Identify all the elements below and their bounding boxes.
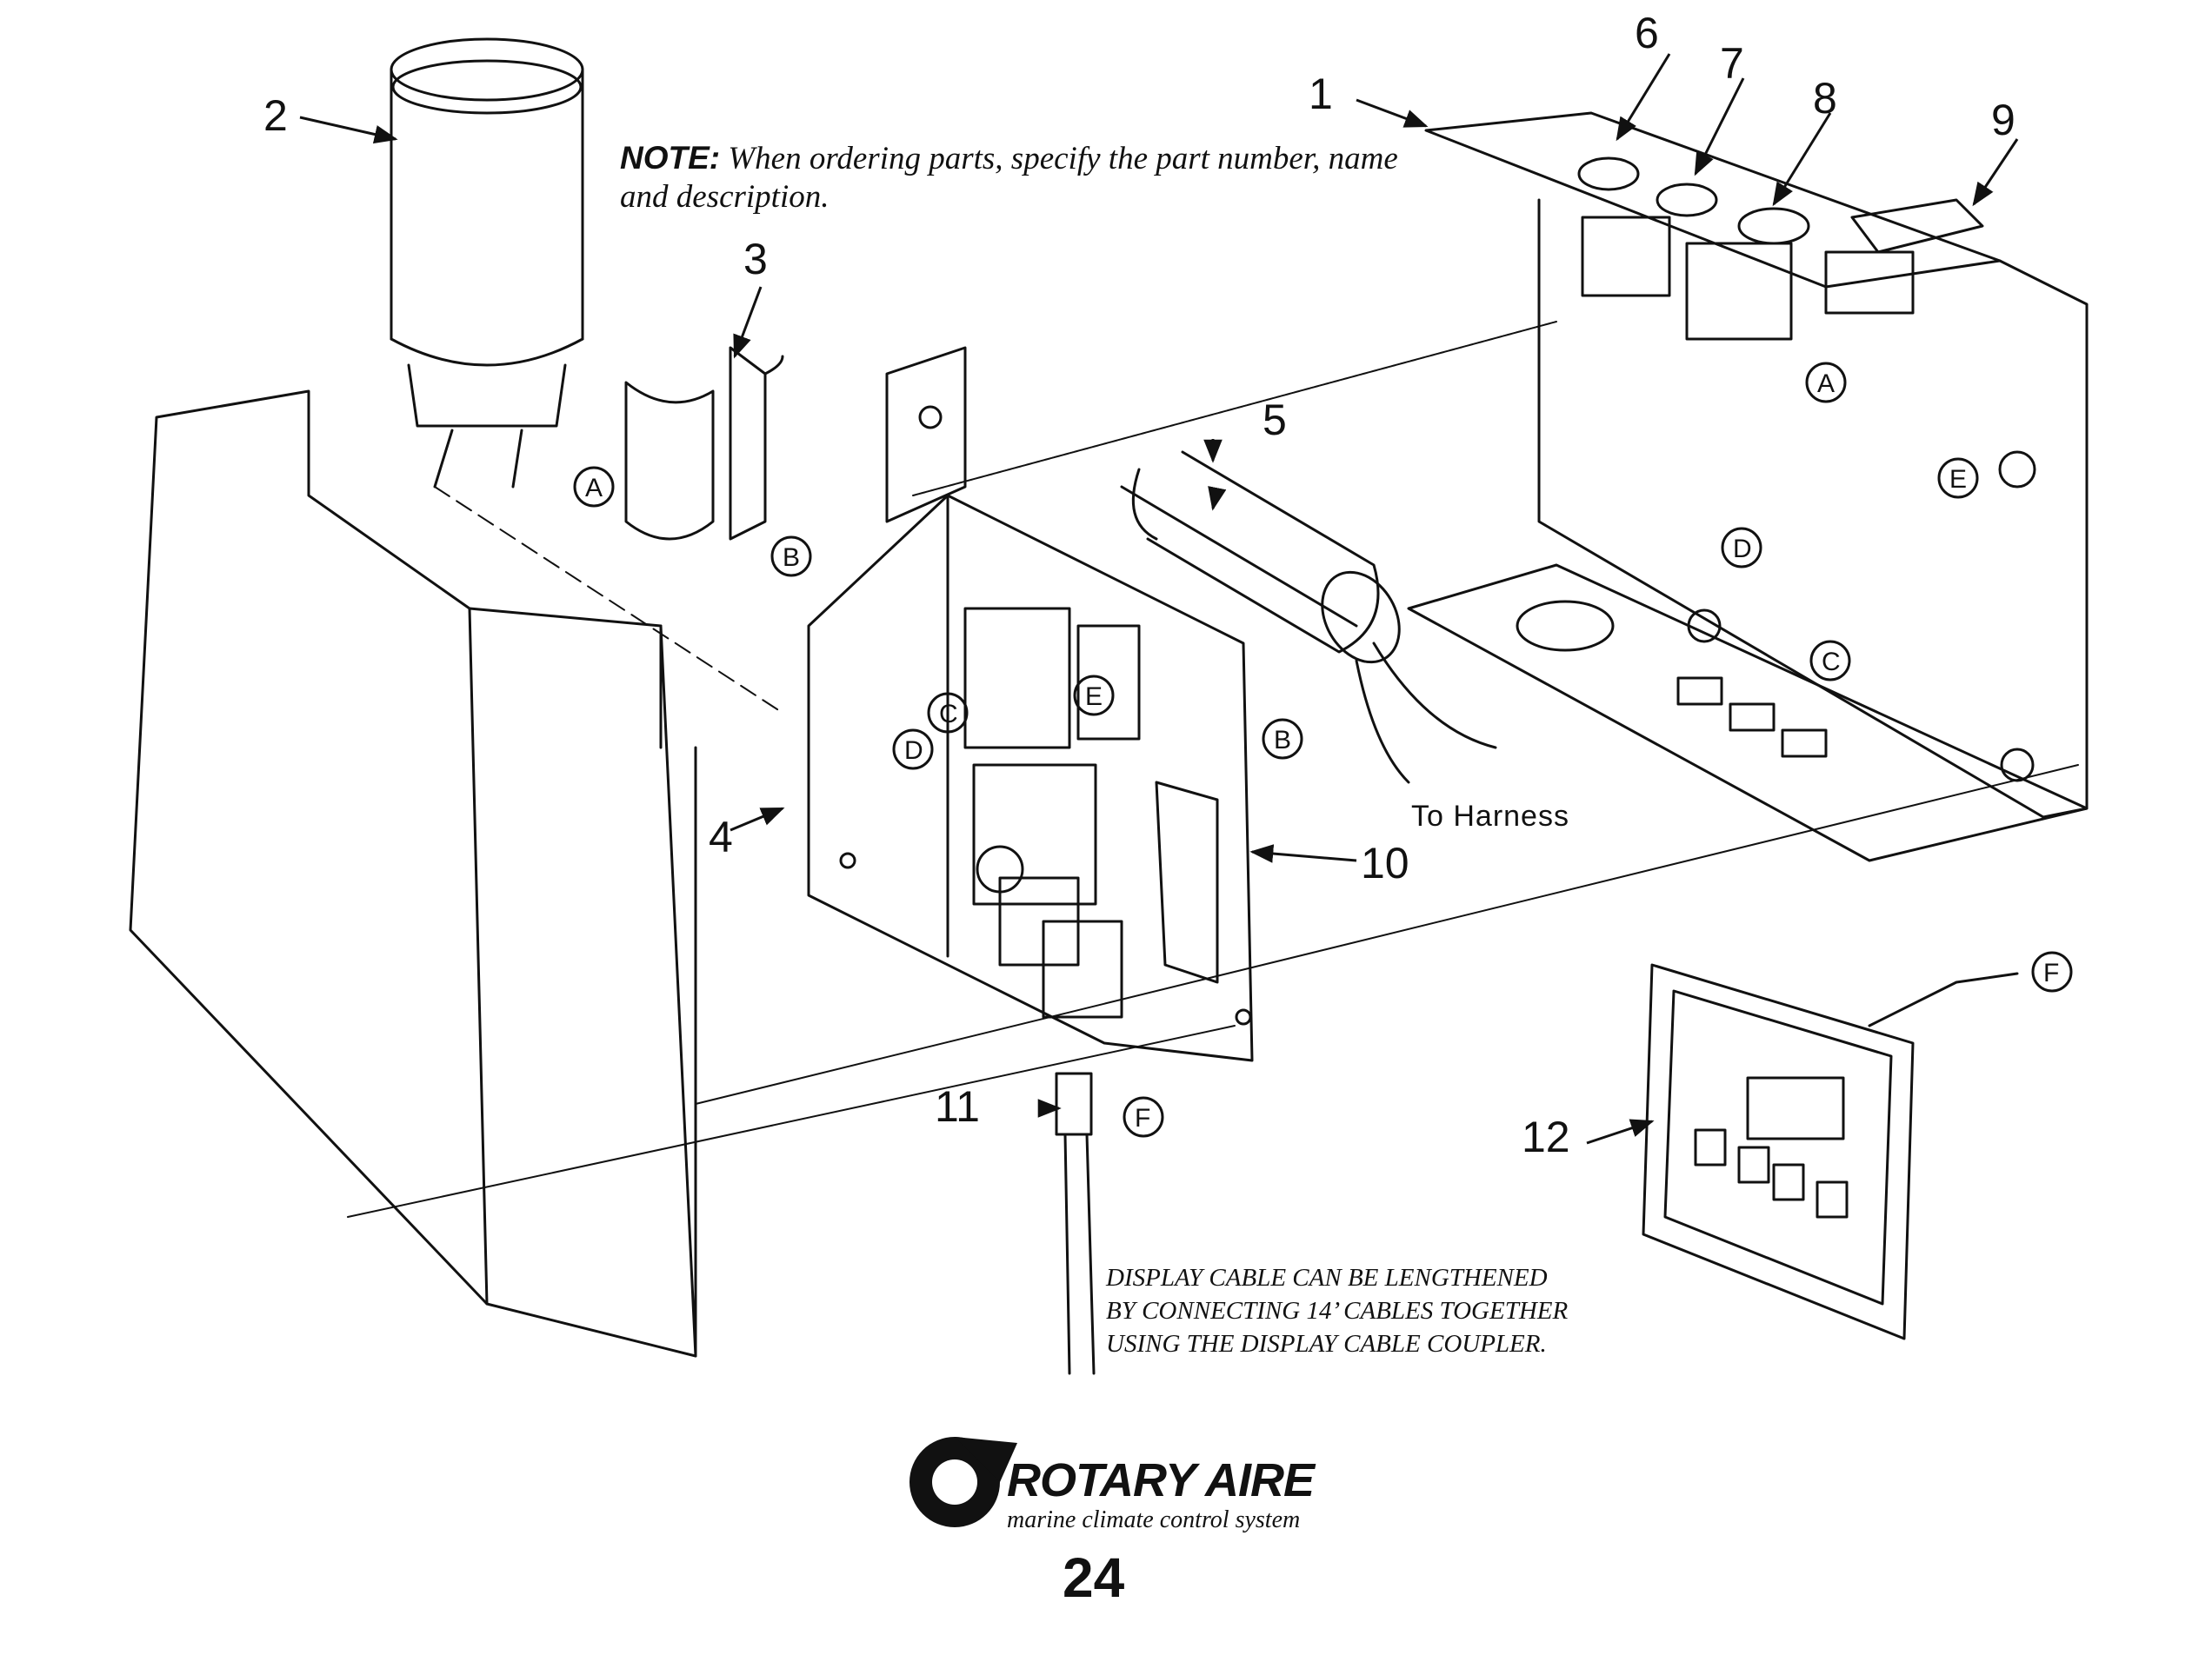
connector-a-right: A <box>1805 362 1847 403</box>
svg-text:D: D <box>1733 535 1752 563</box>
svg-text:A: A <box>1817 369 1835 398</box>
connector-b-top: B <box>770 535 812 577</box>
ordering-note: NOTE: When ordering parts, specify the p… <box>620 139 1402 216</box>
svg-text:F: F <box>1135 1104 1150 1133</box>
connector-f-panel: F <box>2031 951 2073 993</box>
callout-labels: 1 2 3 4 5 6 7 8 9 10 11 12 <box>263 9 2015 1161</box>
callout-11: 11 <box>935 1082 980 1131</box>
connector-e-board: E <box>1073 675 1115 716</box>
capacitor <box>1120 450 1497 784</box>
callout-3: 3 <box>743 235 768 283</box>
connector-d-board: D <box>892 728 934 770</box>
housing-cover <box>129 389 697 1358</box>
connector-c-box: C <box>1809 640 1851 681</box>
callout-4: 4 <box>709 813 733 861</box>
svg-text:B: B <box>783 543 800 572</box>
note-text: When ordering parts, specify the part nu… <box>620 141 1398 215</box>
callout-9: 9 <box>1991 96 2015 144</box>
cable-note-line-2: BY CONNECTING 14’ CABLES TOGETHER <box>1106 1297 1569 1325</box>
connector-f-cable: F <box>1123 1096 1164 1138</box>
callout-5: 5 <box>1263 396 1287 444</box>
callout-10: 10 <box>1361 839 1409 888</box>
svg-text:C: C <box>939 700 958 728</box>
assembly-lines <box>347 321 2079 1218</box>
callout-6: 6 <box>1635 9 1659 57</box>
brand-tagline: marine climate control system <box>1007 1506 1301 1533</box>
brand-name: ROTARY AIRE <box>1007 1454 1315 1506</box>
connector-d-box: D <box>1721 527 1762 568</box>
transformer-can <box>390 37 584 489</box>
note-label: NOTE: <box>620 140 721 176</box>
svg-text:C: C <box>1822 648 1841 676</box>
callout-2: 2 <box>263 91 288 140</box>
bracket-plate <box>885 346 967 523</box>
cable-note-line-3: USING THE DISPLAY CABLE COUPLER. <box>1106 1330 1547 1358</box>
callout-7: 7 <box>1720 39 1744 88</box>
callout-1: 1 <box>1309 70 1333 118</box>
svg-text:E: E <box>1949 465 1967 494</box>
callout-12: 12 <box>1522 1113 1570 1161</box>
connector-labels: A A B B C C D D <box>573 362 2073 1138</box>
svg-text:F: F <box>2043 959 2059 987</box>
to-harness-label: To Harness <box>1411 800 1569 833</box>
page-number: 24 <box>1063 1546 1125 1609</box>
svg-text:D: D <box>904 736 923 765</box>
mounting-clamp <box>624 346 784 541</box>
rotary-aire-logo-mark <box>909 1437 1017 1527</box>
display-cable <box>1055 1072 1096 1375</box>
connector-e-box: E <box>1937 457 1979 499</box>
connector-c-board: C <box>927 692 969 734</box>
display-cable-note: DISPLAY CABLE CAN BE LENGTHENED BY CONNE… <box>1106 1261 1715 1360</box>
connector-a-left: A <box>573 466 615 508</box>
display-panel <box>1642 963 2019 1340</box>
cable-note-line-1: DISPLAY CABLE CAN BE LENGTHENED <box>1106 1264 1548 1292</box>
svg-text:A: A <box>585 474 603 502</box>
svg-text:E: E <box>1085 682 1103 711</box>
connector-b-harness: B <box>1262 718 1303 760</box>
callout-8: 8 <box>1813 74 1837 123</box>
electrical-box <box>1407 111 2089 862</box>
svg-text:B: B <box>1274 726 1291 755</box>
pc-board <box>807 494 1254 1062</box>
